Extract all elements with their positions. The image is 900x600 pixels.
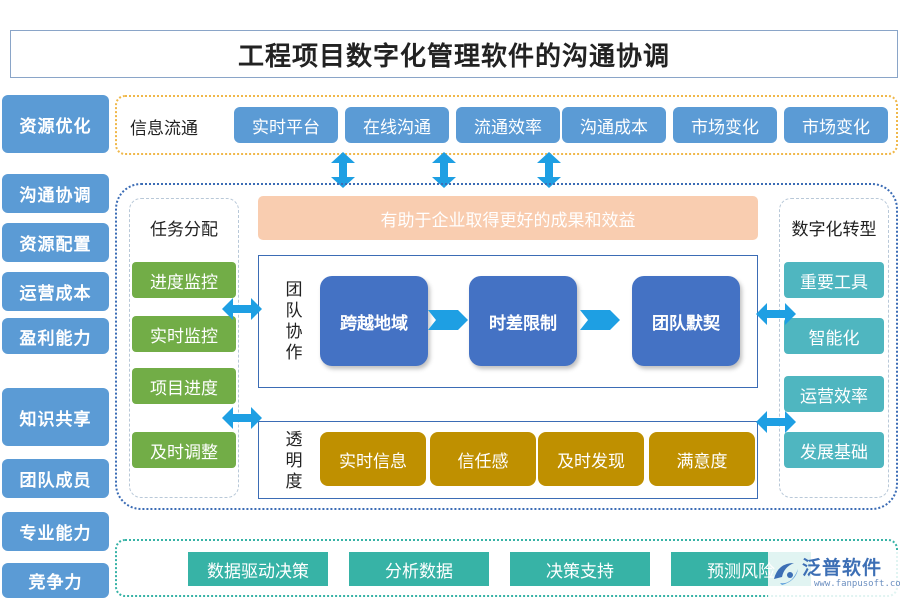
bottom-item-decision-support[interactable]: 决策支持: [510, 552, 650, 586]
task-item-progress-monitoring[interactable]: 进度监控: [132, 262, 236, 298]
brand-url: www.fanpusoft.com: [814, 579, 900, 589]
task-item-project-progress[interactable]: 项目进度: [132, 368, 236, 404]
info-flow-item-market-change-2[interactable]: 市场变化: [784, 107, 888, 143]
task-item-timely-adjustment[interactable]: 及时调整: [132, 432, 236, 468]
sidebar-item-resource-optimization[interactable]: 资源优化: [2, 95, 109, 153]
left-right-arrow-icon: [222, 407, 262, 429]
transparency-item-trust[interactable]: 信任感: [430, 432, 536, 486]
info-flow-item-online-communication[interactable]: 在线沟通: [345, 107, 449, 143]
sidebar-item-knowledge-sharing[interactable]: 知识共享: [2, 388, 109, 446]
info-flow-frame: [115, 95, 898, 155]
info-flow-item-realtime-platform[interactable]: 实时平台: [234, 107, 338, 143]
left-right-arrow-icon: [756, 303, 796, 325]
digital-item-important-tool[interactable]: 重要工具: [784, 262, 884, 298]
up-down-arrow-icon: [331, 152, 355, 188]
chevron-right-icon: [428, 310, 468, 330]
left-right-arrow-icon: [756, 411, 796, 433]
chevron-right-icon: [580, 310, 620, 330]
info-flow-label: 信息流通: [130, 118, 198, 139]
info-flow-item-market-change-1[interactable]: 市场变化: [673, 107, 777, 143]
sidebar-item-competitiveness[interactable]: 竞争力: [2, 563, 109, 598]
up-down-arrow-icon: [432, 152, 456, 188]
sidebar-item-profitability[interactable]: 盈利能力: [2, 318, 109, 354]
sidebar-item-operating-cost[interactable]: 运营成本: [2, 272, 109, 311]
bottom-item-data-driven-decision[interactable]: 数据驱动决策: [188, 552, 328, 586]
digital-item-operating-efficiency[interactable]: 运营效率: [784, 376, 884, 412]
up-down-arrow-icon: [537, 152, 561, 188]
task-allocation-title: 任务分配: [150, 219, 218, 240]
task-item-realtime-monitoring[interactable]: 实时监控: [132, 316, 236, 352]
team-step-tacit-understanding[interactable]: 团队默契: [632, 276, 740, 366]
transparency-label: 透明度: [285, 430, 303, 492]
sidebar-item-team-members[interactable]: 团队成员: [2, 459, 109, 498]
info-flow-item-flow-efficiency[interactable]: 流通效率: [456, 107, 560, 143]
sidebar-item-resource-allocation[interactable]: 资源配置: [2, 223, 109, 262]
brand-name: 泛普软件: [802, 557, 883, 579]
digital-transformation-title: 数字化转型: [791, 219, 877, 240]
transparency-item-timely-discovery[interactable]: 及时发现: [538, 432, 644, 486]
team-step-time-difference[interactable]: 时差限制: [469, 276, 577, 366]
brand-logo-icon: [774, 563, 798, 585]
sidebar-item-expertise[interactable]: 专业能力: [2, 512, 109, 551]
team-step-cross-region[interactable]: 跨越地域: [320, 276, 428, 366]
info-flow-item-communication-cost[interactable]: 沟通成本: [562, 107, 666, 143]
digital-item-development-foundation[interactable]: 发展基础: [784, 432, 884, 468]
page-title: 工程项目数字化管理软件的沟通协调: [10, 30, 898, 78]
transparency-item-realtime-info[interactable]: 实时信息: [320, 432, 426, 486]
main-frame: [115, 183, 898, 510]
sidebar-item-communication[interactable]: 沟通协调: [2, 174, 109, 213]
digital-item-intelligent[interactable]: 智能化: [784, 318, 884, 354]
transparency-item-satisfaction[interactable]: 满意度: [649, 432, 755, 486]
team-collaboration-label: 团队协作: [285, 280, 303, 363]
brand-logo: 泛普软件 www.fanpusoft.com: [768, 551, 900, 597]
benefit-banner: 有助于企业取得更好的成果和效益: [258, 196, 758, 240]
bottom-item-analyze-data[interactable]: 分析数据: [349, 552, 489, 586]
left-right-arrow-icon: [222, 298, 262, 320]
